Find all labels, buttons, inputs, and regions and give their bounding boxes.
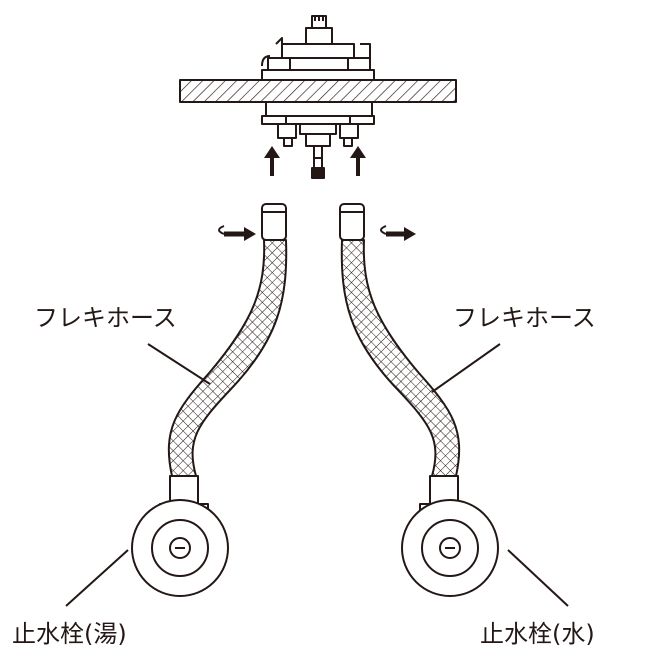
leader-line-hose-left [147, 343, 211, 385]
faucet-top-assembly [261, 15, 375, 81]
up-arrow-icon [350, 146, 366, 176]
label-stop-valve-hot: 止水栓(湯) [12, 620, 127, 648]
rotate-arrow-icon [218, 225, 256, 241]
label-flex-hose-right: フレキホース [453, 304, 596, 332]
label-stop-valve-cold: 止水栓(水) [480, 620, 595, 648]
flex-hose-right [339, 203, 499, 597]
up-arrow-icon [264, 146, 280, 176]
label-flex-hose-left: フレキホース [34, 304, 177, 332]
flex-hose-left [131, 203, 288, 597]
faucet-base-assembly [261, 101, 375, 179]
rotate-arrow-icon [380, 225, 416, 241]
leader-line-valve-right [507, 549, 569, 607]
leader-line-hose-right [431, 343, 501, 393]
leader-line-valve-left [65, 549, 129, 607]
counter-plate [179, 79, 457, 103]
